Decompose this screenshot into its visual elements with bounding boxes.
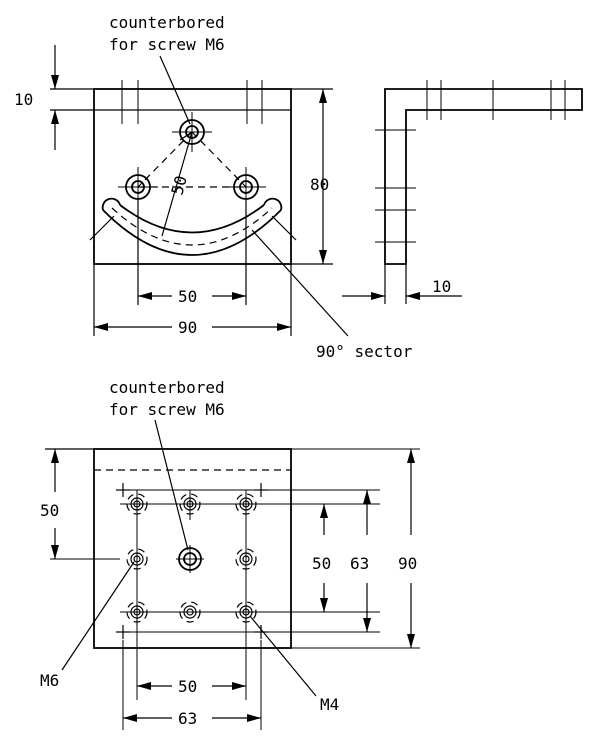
m6-leader xyxy=(61,561,135,671)
grid-hole-center-counterbored xyxy=(176,545,204,573)
dim-hole-spacing-label: 50 xyxy=(178,287,197,306)
arc-slot xyxy=(101,197,283,256)
dim-width-label: 90 xyxy=(178,318,197,337)
grid-hole xyxy=(126,493,148,515)
dim-outer-vertical-label: 63 xyxy=(350,554,369,573)
top-front-view: counterbored for screw M6 10 50 80 xyxy=(14,13,413,361)
bottom-note-line1: counterbored xyxy=(109,378,225,397)
bottom-plate-outline xyxy=(93,448,292,649)
dim-left-height-label: 50 xyxy=(40,501,59,520)
l-bracket-profile xyxy=(384,88,583,265)
grid-hole xyxy=(235,548,257,570)
m4-leader xyxy=(249,615,317,697)
dim-total-height xyxy=(407,449,415,648)
sector-leader xyxy=(251,229,349,337)
dim-thickness-label: 10 xyxy=(432,277,451,296)
dim-hole-spacing xyxy=(137,199,247,305)
dim-grid-horizontal-label: 50 xyxy=(178,677,197,696)
grid-center-lines xyxy=(50,448,420,730)
dim-top-margin xyxy=(50,45,94,150)
dim-outer-horizontal xyxy=(123,714,261,722)
top-tick-lines xyxy=(121,80,263,124)
construction-lines xyxy=(137,131,247,188)
bottom-note-line2: for screw M6 xyxy=(109,400,225,419)
dim-radius-label: 50 xyxy=(168,174,191,198)
hole-grid xyxy=(126,493,257,623)
dim-total-height-label: 90 xyxy=(398,554,417,573)
dim-outer-horizontal-label: 63 xyxy=(178,709,197,728)
grid-hole xyxy=(179,493,201,515)
top-note-line1: counterbored xyxy=(109,13,225,32)
plate-outline xyxy=(93,88,292,265)
grid-hole xyxy=(126,601,148,623)
dim-height xyxy=(291,88,333,265)
bottom-note-leader xyxy=(154,419,189,551)
top-note-line2: for screw M6 xyxy=(109,35,225,54)
bottom-view: counterbored for screw M6 50 50 63 xyxy=(40,378,420,730)
grid-hole xyxy=(179,601,201,623)
label-m4: M4 xyxy=(320,695,339,714)
grid-hole xyxy=(235,493,257,515)
dim-height-label: 80 xyxy=(310,175,329,194)
dim-outer-vertical xyxy=(363,490,371,632)
dim-grid-horizontal xyxy=(137,682,246,690)
grid-hole xyxy=(126,548,148,570)
dim-grid-vertical xyxy=(320,504,328,612)
top-note-leader xyxy=(159,55,191,125)
dim-left-height xyxy=(45,448,94,559)
side-tick-lines xyxy=(375,80,566,243)
dim-grid-vertical-label: 50 xyxy=(312,554,331,573)
sector-label: 90° sector xyxy=(316,342,413,361)
dim-top-margin-label: 10 xyxy=(14,90,33,109)
grid-hole xyxy=(235,601,257,623)
side-view: 10 xyxy=(342,80,583,304)
label-m6: M6 xyxy=(40,671,59,690)
radius-lines xyxy=(89,131,297,241)
dim-thickness xyxy=(342,264,462,304)
counterbored-hole-top xyxy=(172,112,212,152)
dim-width xyxy=(93,264,292,336)
